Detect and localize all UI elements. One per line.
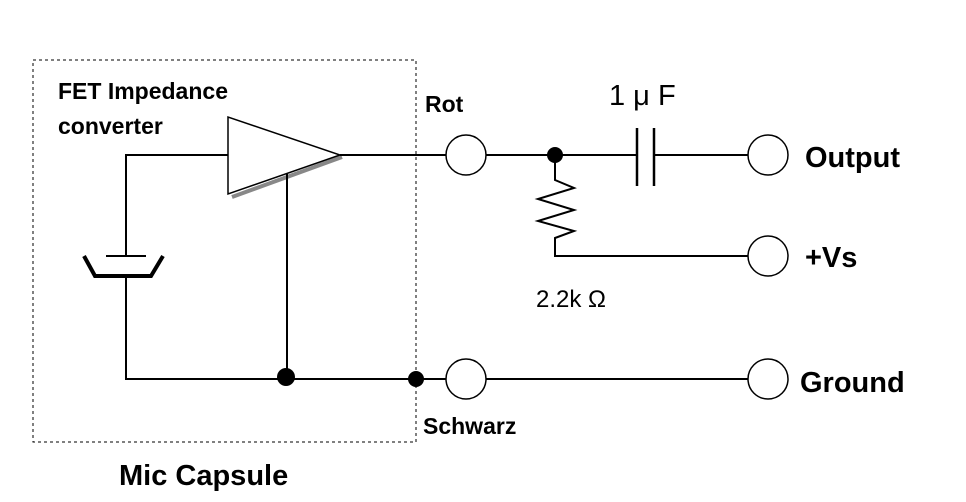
fet-label-line2: converter xyxy=(58,113,163,139)
resistor-value-label: 2.2k Ω xyxy=(536,286,606,313)
output-label: Output xyxy=(805,142,900,174)
ground-label: Ground xyxy=(800,367,905,399)
capacitor-value-label: 1 μ F xyxy=(609,80,676,112)
output-terminal xyxy=(747,134,789,176)
vs-label: +Vs xyxy=(805,242,857,274)
fet-label-line1: FET Impedance xyxy=(58,78,228,104)
capsule-wire-bottom xyxy=(125,276,446,380)
junction-dot-schwarz xyxy=(408,371,424,387)
mic-capsule-boundary xyxy=(32,59,417,443)
schwarz-label: Schwarz xyxy=(423,413,516,439)
schwarz-terminal xyxy=(445,358,487,400)
resistor-zigzag xyxy=(534,155,748,257)
ground-terminal xyxy=(747,358,789,400)
capsule-wire-top xyxy=(125,154,228,256)
rot-label: Rot xyxy=(425,91,464,117)
rot-terminal xyxy=(445,134,487,176)
mic-capsule-label: Mic Capsule xyxy=(119,460,288,492)
vs-terminal xyxy=(747,235,789,277)
capsule-bottom-plate xyxy=(82,254,165,278)
junction-dot-amp-ground xyxy=(277,368,295,386)
fet-amplifier-triangle xyxy=(227,115,343,196)
